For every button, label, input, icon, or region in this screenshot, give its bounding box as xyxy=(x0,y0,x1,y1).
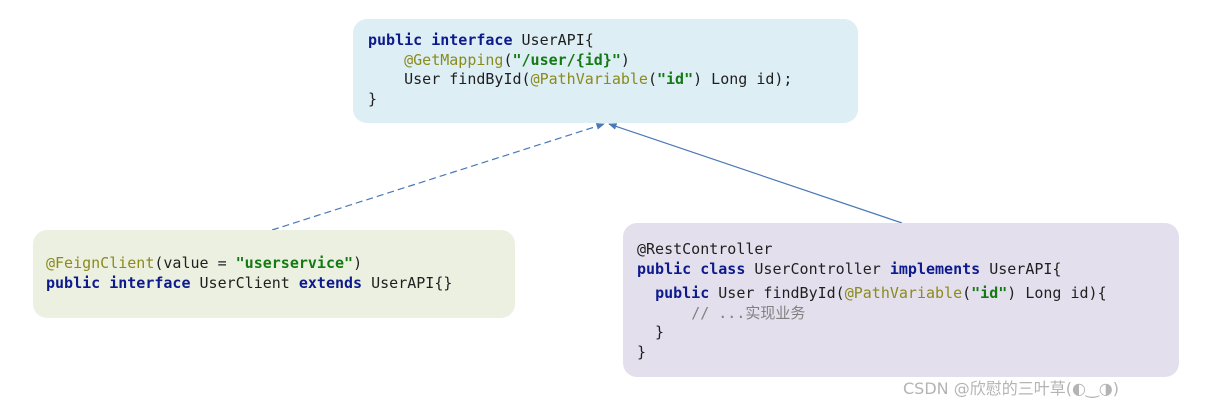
csdn-watermark: CSDN @欣慰的三叶草(◐‿◑) xyxy=(903,379,1119,398)
annotation: @PathVariable xyxy=(530,70,648,88)
code-line: @FeignClient(value = "userservice") xyxy=(46,254,515,274)
keyword: public xyxy=(655,284,710,302)
code-line: @GetMapping("/user/{id}") xyxy=(368,51,858,71)
string-literal: "id" xyxy=(971,284,1008,302)
interface-name: UserClient xyxy=(190,273,299,292)
code-line: public User findById(@PathVariable("id")… xyxy=(637,284,1179,304)
keyword: class xyxy=(700,259,746,278)
paren: ( xyxy=(647,70,657,88)
class-name: UserController xyxy=(745,259,890,278)
code-text: ) Long id); xyxy=(693,70,793,88)
code-line: User findById(@PathVariable("id") Long i… xyxy=(368,70,858,90)
keyword: public xyxy=(368,31,423,49)
closing-brace: } xyxy=(637,342,647,361)
code-line: // ...实现业务 xyxy=(637,304,1179,324)
code-text: ) Long id){ xyxy=(1007,284,1107,302)
annotation: @GetMapping xyxy=(404,50,504,69)
keyword: implements xyxy=(889,259,981,278)
closing-brace: } xyxy=(637,323,665,341)
keyword: interface xyxy=(431,31,513,49)
annotation: @PathVariable xyxy=(844,284,963,302)
string-literal: "/user/{id}" xyxy=(512,50,621,69)
indent xyxy=(637,284,655,302)
keyword: extends xyxy=(298,273,363,292)
code-line: } xyxy=(637,323,1179,343)
indent xyxy=(637,304,691,322)
code-line: } xyxy=(637,343,1179,363)
annotation: @FeignClient xyxy=(46,254,155,272)
user-client-feign-box: @FeignClient(value = "userservice") publ… xyxy=(33,230,515,318)
parent-interface: UserAPI{ xyxy=(980,259,1062,278)
paren: ( xyxy=(503,50,513,69)
code-line: public interface UserClient extends User… xyxy=(46,274,515,294)
closing-brace: } xyxy=(368,89,378,108)
indent xyxy=(368,51,404,69)
paren: ) xyxy=(620,50,630,69)
interface-name: UserAPI{ xyxy=(512,31,594,49)
controller-implements-arrow xyxy=(608,123,903,224)
code-text: (value = xyxy=(154,254,236,272)
paren: ) xyxy=(353,254,363,272)
string-literal: "id" xyxy=(657,70,694,88)
user-controller-box: @RestController public class UserControl… xyxy=(623,223,1179,377)
code-comment: // ...实现业务 xyxy=(691,303,806,322)
code-line: } xyxy=(368,90,858,110)
annotation-text: @RestController xyxy=(637,240,773,258)
keyword: interface xyxy=(109,273,191,292)
parent-interface: UserAPI{} xyxy=(362,273,453,292)
string-literal: "userservice" xyxy=(235,254,354,272)
code-line: public class UserController implements U… xyxy=(637,260,1179,280)
code-text: User findById( xyxy=(709,284,845,302)
keyword: public xyxy=(637,259,692,278)
paren: ( xyxy=(962,284,972,302)
code-text: User findById( xyxy=(368,70,531,88)
keyword: public xyxy=(46,273,101,292)
feign-extends-arrow xyxy=(271,123,605,231)
code-line: @RestController xyxy=(637,240,1179,260)
code-line: public interface UserAPI{ xyxy=(368,31,858,51)
user-api-interface-box: public interface UserAPI{ @GetMapping("/… xyxy=(353,19,858,123)
